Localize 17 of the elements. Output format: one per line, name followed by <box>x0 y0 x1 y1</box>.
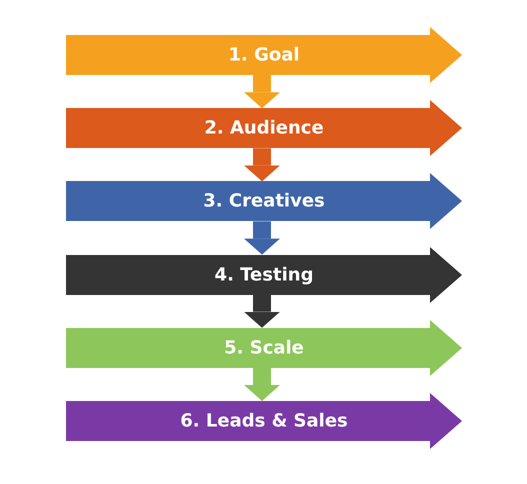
down-arrow <box>244 75 280 108</box>
arrow-step-shape <box>66 393 462 449</box>
arrow-step-shape <box>66 100 462 156</box>
down-arrow <box>244 294 280 328</box>
arrow-step-shape <box>66 320 462 376</box>
arrow-step-shape <box>66 173 462 230</box>
step-label: 4. Testing <box>214 264 314 286</box>
down-arrow <box>244 148 280 182</box>
arrow-step-shape <box>66 27 462 83</box>
step-label: 2. Audience <box>204 118 324 139</box>
down-arrow <box>244 368 280 401</box>
step-label: 5. Scale <box>224 337 304 358</box>
step-label: 3. Creatives <box>203 190 325 212</box>
step-label: 6. Leads & Sales <box>180 410 348 432</box>
arrow-step-shape <box>66 246 462 303</box>
step-label: 1. Goal <box>228 44 300 66</box>
down-arrow <box>244 221 280 255</box>
